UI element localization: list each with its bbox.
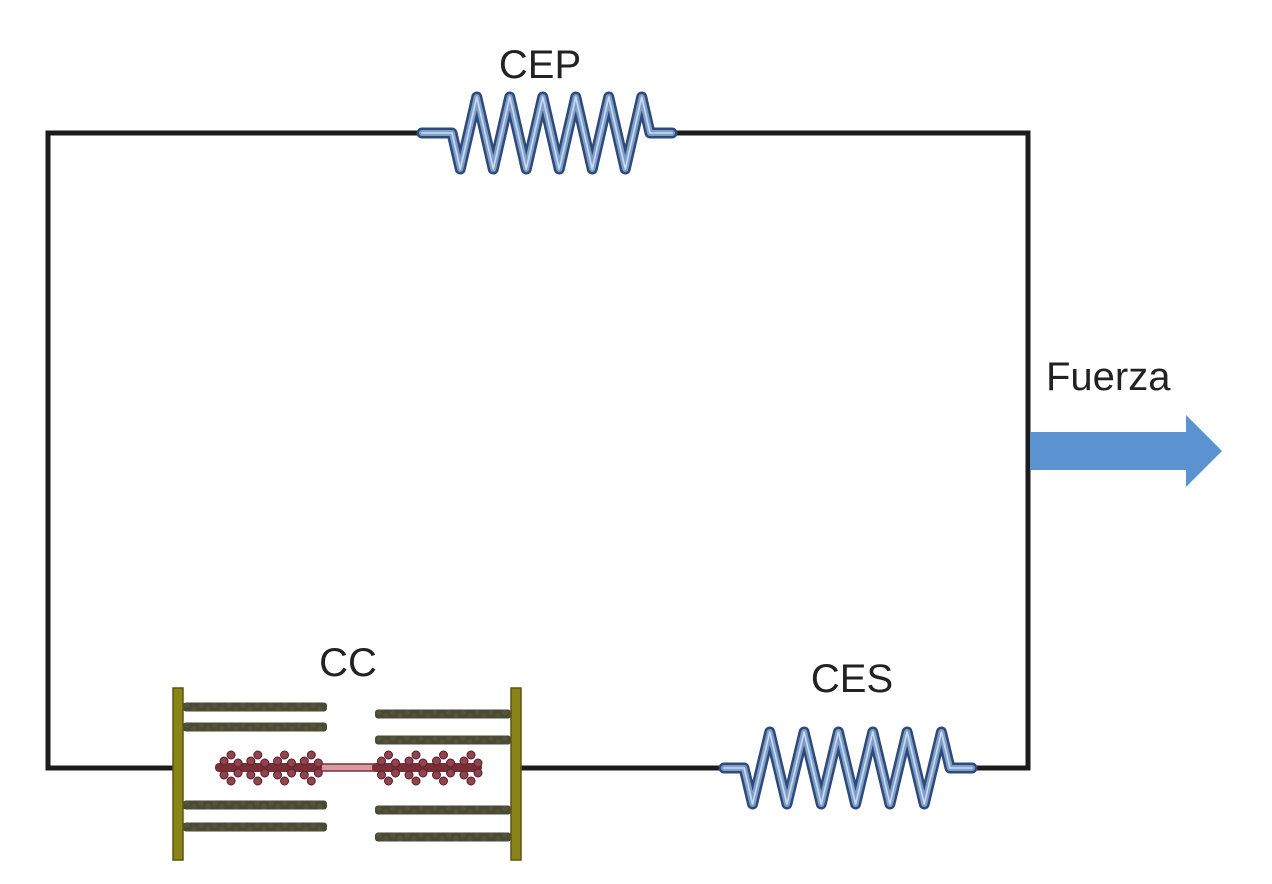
myosin-head — [432, 750, 455, 786]
z-disc-right — [510, 687, 522, 861]
myosin-filament — [215, 750, 483, 786]
spring-highlight — [723, 731, 973, 805]
myosin-head — [404, 750, 428, 786]
myosin-backbone — [372, 763, 482, 772]
actin-filament — [183, 702, 327, 712]
actin-filament — [375, 735, 511, 745]
force-arrow-icon — [1030, 415, 1222, 487]
actin-filament — [375, 832, 511, 842]
cep-label: CEP — [499, 43, 581, 87]
myosin-head — [219, 750, 243, 786]
actin-filament — [183, 722, 327, 732]
myosin-head — [459, 750, 483, 786]
force-label: Fuerza — [1046, 355, 1171, 399]
myosin-head — [377, 750, 400, 786]
force-arrow-shape — [1030, 415, 1222, 487]
actin-filament — [183, 800, 327, 810]
cc-label: CC — [319, 641, 377, 685]
actin-filament — [183, 822, 327, 832]
actin-filament — [375, 709, 511, 719]
ces-label: CES — [811, 657, 893, 701]
z-disc-left — [172, 687, 184, 861]
wire-top-left — [45, 130, 433, 771]
circuit-wire — [45, 130, 1031, 771]
wire-top-right — [661, 130, 1031, 771]
myosin-head — [273, 750, 297, 786]
ces-spring — [718, 726, 978, 810]
myosin-head — [246, 750, 270, 786]
myosin-head — [299, 750, 323, 786]
cc-sarcomere — [172, 687, 522, 861]
spring-highlight — [421, 96, 673, 170]
cep-spring — [416, 91, 678, 175]
actin-filament — [375, 805, 511, 815]
actin-filaments — [183, 702, 511, 842]
